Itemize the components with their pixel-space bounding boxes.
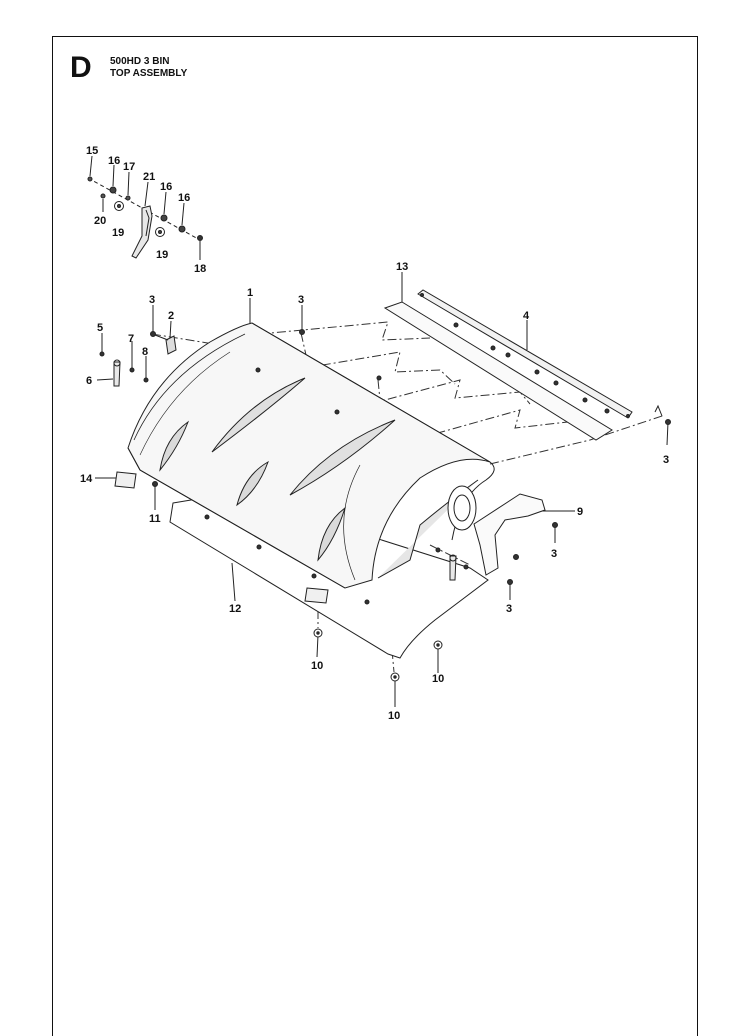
callout-3: 3 — [298, 294, 304, 306]
callout-labels: 15 16 17 21 16 16 20 19 19 18 13 1 3 2 4… — [80, 145, 669, 722]
callout-12: 12 — [229, 603, 241, 615]
side-bracket — [473, 493, 546, 576]
rear-strip-and-bracket — [383, 289, 671, 441]
assembly-title-line2: TOP ASSEMBLY — [110, 68, 188, 79]
callout-10: 10 — [388, 710, 400, 722]
callout-10: 10 — [432, 673, 444, 685]
callout-8: 8 — [142, 346, 148, 358]
assembly-title-line1: 500HD 3 BIN — [110, 56, 170, 67]
callout-19: 19 — [156, 249, 168, 261]
main-top-cover — [127, 322, 495, 589]
callout-3: 3 — [149, 294, 155, 306]
callout-10: 10 — [311, 660, 323, 672]
drawing-frame — [52, 36, 698, 1036]
callout-14: 14 — [80, 473, 93, 485]
small-hardware — [99, 329, 558, 682]
callout-7: 7 — [128, 333, 134, 345]
leader-lines — [89, 155, 669, 707]
callout-3: 3 — [663, 454, 669, 466]
lever-hardware-group — [87, 176, 203, 259]
callout-2: 2 — [168, 310, 174, 322]
callout-16: 16 — [178, 192, 190, 204]
callout-19: 19 — [112, 227, 124, 239]
callout-9: 9 — [577, 506, 583, 518]
callout-15: 15 — [86, 145, 98, 157]
callout-3: 3 — [551, 548, 557, 560]
callout-3: 3 — [506, 603, 512, 615]
callout-5: 5 — [97, 322, 103, 334]
callout-20: 20 — [94, 215, 106, 227]
callout-13: 13 — [396, 261, 408, 273]
callout-6: 6 — [86, 375, 92, 387]
callout-11: 11 — [149, 513, 161, 525]
callout-18: 18 — [194, 263, 206, 275]
callout-4: 4 — [523, 310, 530, 322]
callout-1: 1 — [247, 287, 253, 299]
callout-17: 17 — [123, 161, 135, 173]
callout-21: 21 — [143, 171, 155, 183]
callout-16: 16 — [108, 155, 120, 167]
callout-16: 16 — [160, 181, 172, 193]
section-letter: D — [70, 51, 92, 84]
